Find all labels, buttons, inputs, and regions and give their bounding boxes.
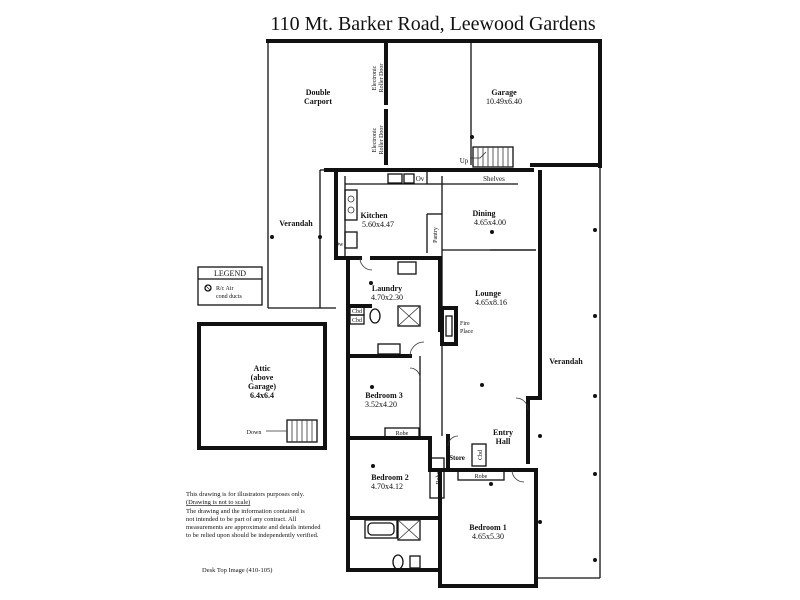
fire-place-label: Fire [460,321,470,327]
disclaimer-line-3: The drawing and the information containe… [186,508,305,515]
laundry-walls [346,256,442,358]
bedroom2-size: 4.70x4.12 [371,482,403,491]
entry-hall-label: Entry [493,428,513,437]
property-title: 110 Mt. Barker Road, Leewood Gardens [270,13,596,35]
laundry-size: 4.70x2.30 [371,293,403,302]
bedroom1-size: 4.65x5.30 [472,532,504,541]
disclaimer-line-6: to be relied upon should be independentl… [186,532,319,539]
fixture-labels: Electronic Roller Door Electronic Roller… [247,64,584,485]
lounge-label: Lounge [475,289,501,298]
verandah-left-label: Verandah [279,219,313,228]
shelves-label: Shelves [483,175,505,183]
robe-label-bed1: Robe [475,474,488,480]
bedroom3-label: Bedroom 3 [365,391,402,400]
robe-label-bed2: Robe [436,471,442,484]
lounge-walls [359,250,529,436]
attic-label-2: (above [251,373,274,382]
laundry-label: Laundry [372,284,402,293]
garage-label: Garage [491,88,517,97]
legend-title: LEGEND [214,269,246,278]
bedroom1-label: Bedroom 1 [469,523,506,532]
attic-size: 6.4x6.4 [250,391,274,400]
robe-label-bed3: Robe [396,431,409,437]
entry-hall-label-2: Hall [496,437,511,446]
credit-text: Desk Top Image (410-105) [202,567,272,574]
double-carport-label: Double [306,88,331,97]
garage-size: 10.49x6.40 [486,97,522,106]
room-labels: Double Carport Garage 10.49x6.40 Kitchen… [248,88,522,541]
bedroom2-walls [346,457,445,572]
lounge-size: 4.65x8.16 [475,298,507,307]
stairs-down-label: Down [247,430,262,436]
cupboard-label-1: Cbd [352,309,362,315]
roller-door-label-2b: Roller Door [379,126,385,155]
bedroom2-label: Bedroom 2 [371,473,408,482]
kitchen-label: Kitchen [360,211,388,220]
legend-item-line2: cond ducts [216,294,242,300]
disclaimer-line-5: measurements are approximate and details… [186,524,321,531]
double-carport-label-2: Carport [304,97,332,106]
pantry-label: Pantry [433,227,439,243]
attic-label-3: Garage) [248,382,276,391]
fire-place-label-2: Place [460,329,473,335]
attic-label: Attic [254,364,271,373]
carport-garage-walls [266,39,602,309]
verandah-right-label: Verandah [549,357,583,366]
disclaimer-line-4: not intended to be part of any contract.… [186,516,296,523]
roller-door-label-1a: Electronic [372,65,378,90]
legend: LEGEND R/c Air cond ducts [197,266,263,306]
attic [197,322,327,450]
verandah-posts [270,135,597,562]
bedroom3-size: 3.52x4.20 [365,400,397,409]
stairs-up-label: Up [460,157,469,165]
dishwasher-label: Dw [335,242,344,248]
roller-door-label-1b: Roller Door [379,64,385,93]
store-label: Store [449,454,465,462]
cupboard-label-3: Cbd [478,450,484,460]
garage-stairs [470,146,514,168]
disclaimer-line-2: (Drawing is not to scale) [186,499,250,506]
roller-door-label-2a: Electronic [372,127,378,152]
kitchen-size: 5.60x4.47 [362,220,394,229]
disclaimer: This drawing is for illustrators purpose… [186,491,321,539]
dining-size: 4.65x4.00 [474,218,506,227]
legend-item-line1: R/c Air [216,286,234,292]
dining-label: Dining [472,209,495,218]
disclaimer-line-1: This drawing is for illustrators purpose… [186,491,305,498]
bedroom3-walls [346,356,432,440]
cupboard-label-2: Cbd [352,318,362,324]
kitchen-walls [344,172,536,260]
oven-label: Ov [416,175,425,183]
